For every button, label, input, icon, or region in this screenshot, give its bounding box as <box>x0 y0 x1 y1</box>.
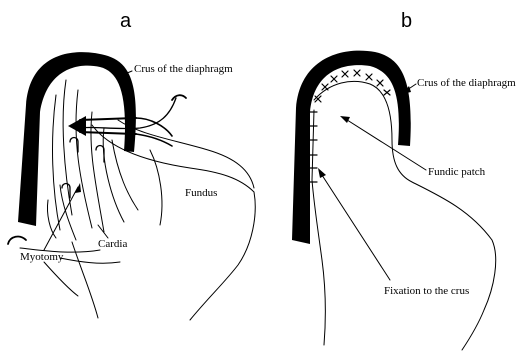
panel-b-fixation-label: Fixation to the crus <box>384 285 469 297</box>
panel-b-fundic-patch-label: Fundic patch <box>428 166 486 178</box>
panel-b-sutures <box>310 70 390 182</box>
panel-a-fundus-label: Fundus <box>185 187 217 199</box>
panel-b-letter: b <box>401 10 412 32</box>
panel-b-crus-band <box>292 51 411 244</box>
panel-a-stomach <box>92 120 255 320</box>
panel-a-cardia-label: Cardia <box>98 238 127 250</box>
panel-a: a <box>8 10 255 320</box>
panel-b-crus-label: Crus of the diaphragm <box>417 77 516 89</box>
panel-a-letter: a <box>120 10 132 32</box>
panel-a-myotomy-label: Myotomy <box>20 251 64 263</box>
panel-b: b Crus of the diaphragm <box>292 10 516 350</box>
panel-b-labels: Crus of the diaphragm Fundic patch Fixat… <box>318 77 516 297</box>
panel-a-arrowhead-left <box>68 116 86 136</box>
panel-a-crus-label: Crus of the diaphragm <box>134 63 233 75</box>
